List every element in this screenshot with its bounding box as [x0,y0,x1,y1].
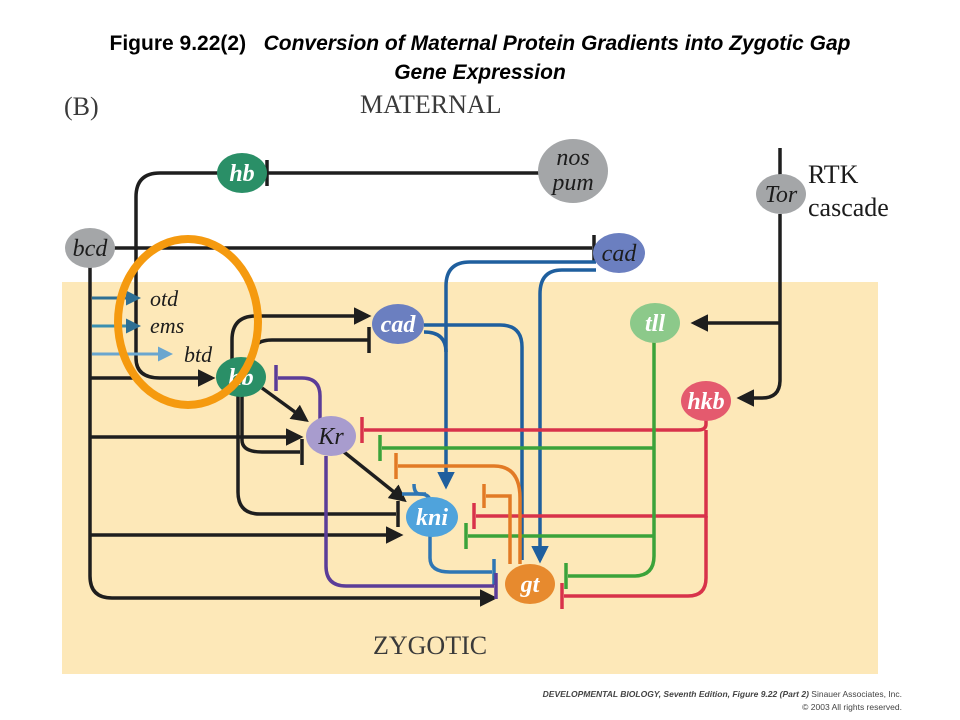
node-hb-maternal-label: hb [229,161,254,187]
highlight-circle [114,235,262,409]
btd-label: btd [184,342,213,367]
node-bcd-label: bcd [73,236,109,262]
panel-label: (B) [64,92,99,121]
node-tll: tll [630,303,680,343]
cascade-label: cascade [808,193,889,222]
node-cad-maternal: cad [593,233,645,273]
node-tor: Tor [756,174,806,214]
otd-label: otd [150,286,179,311]
node-kr-label: Kr [317,424,344,450]
credit-book: DEVELOPMENTAL BIOLOGY, Seventh Edition, … [542,689,809,699]
figure-title-part-1: Conversion of Maternal Protein Gradients… [263,32,851,55]
cad-regulation-lines [423,260,596,564]
node-cad-zygotic: cad [372,304,424,344]
hkb-regulation-lines [360,417,708,609]
node-nos-pum: nos pum [538,139,608,203]
tll-regulation-lines [378,342,656,589]
figure-title-line-1: Figure 9.22(2) Conversion of Maternal Pr… [0,32,960,56]
node-tll-label: tll [645,311,665,337]
node-hkb: hkb [681,381,731,421]
maternal-label: MATERNAL [360,90,502,119]
ems-label: ems [150,313,184,338]
rtk-label: RTK [808,160,859,189]
node-gt-label: gt [520,572,541,598]
node-tor-label: Tor [765,182,798,208]
node-kr: Kr [306,416,356,456]
zygotic-region [62,282,878,674]
node-gt: gt [505,564,555,604]
node-hkb-label: hkb [687,389,724,415]
kr-regulation-lines [274,365,498,599]
kni-regulation-lines [402,483,496,585]
node-hb-maternal: hb [217,153,267,193]
node-bcd: bcd [65,228,115,268]
node-cad-zygotic-label: cad [381,312,417,338]
gt-regulation-lines [394,453,522,564]
figure-title-line-2: Gene Expression [394,61,566,84]
bcd-regulation-lines [88,148,782,607]
zygotic-label: ZYGOTIC [373,631,487,660]
node-kni-label: kni [416,505,448,531]
node-kni: kni [406,497,458,537]
node-cad-maternal-label: cad [602,241,638,267]
credit-publisher: Sinauer Associates, Inc. [811,689,902,699]
figure-number: Figure 9.22(2) [109,32,247,55]
node-pum-label: pum [550,170,593,196]
figure-credit: DEVELOPMENTAL BIOLOGY, Seventh Edition, … [543,688,902,714]
credit-copyright: © 2003 All rights reserved. [802,702,902,712]
node-nos-label: nos [556,145,589,171]
